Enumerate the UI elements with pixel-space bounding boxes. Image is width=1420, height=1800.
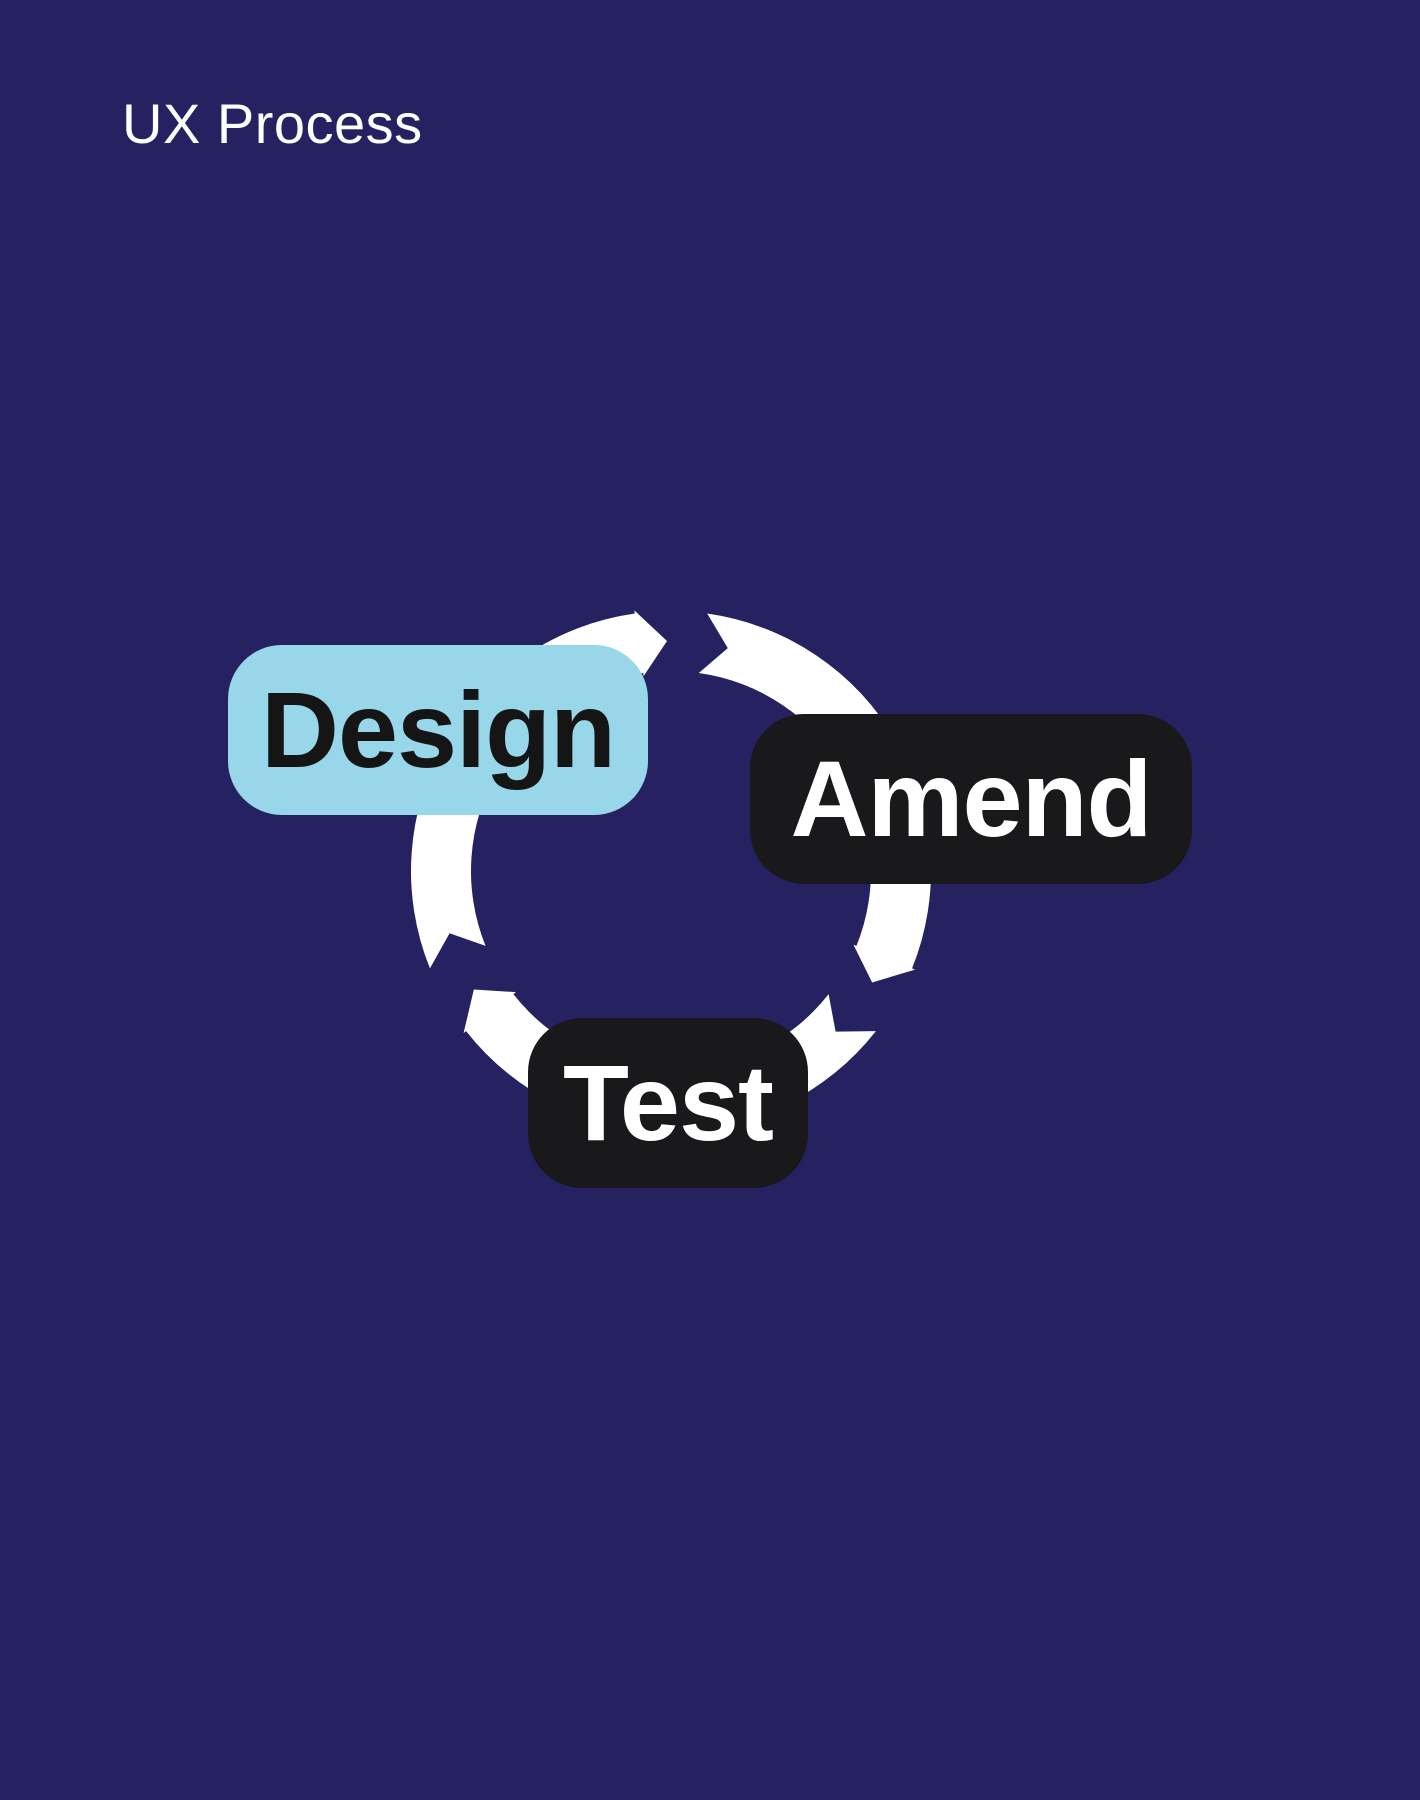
step-design-pill: Design [228,645,648,815]
step-design-label: Design [260,669,616,790]
step-amend-label: Amend [790,738,1152,859]
arrow-segment-to-amend [698,613,931,983]
step-test-pill: Test [528,1018,808,1188]
page-title: UX Process [122,92,423,155]
step-amend-pill: Amend [750,714,1192,884]
step-test-label: Test [562,1042,774,1163]
